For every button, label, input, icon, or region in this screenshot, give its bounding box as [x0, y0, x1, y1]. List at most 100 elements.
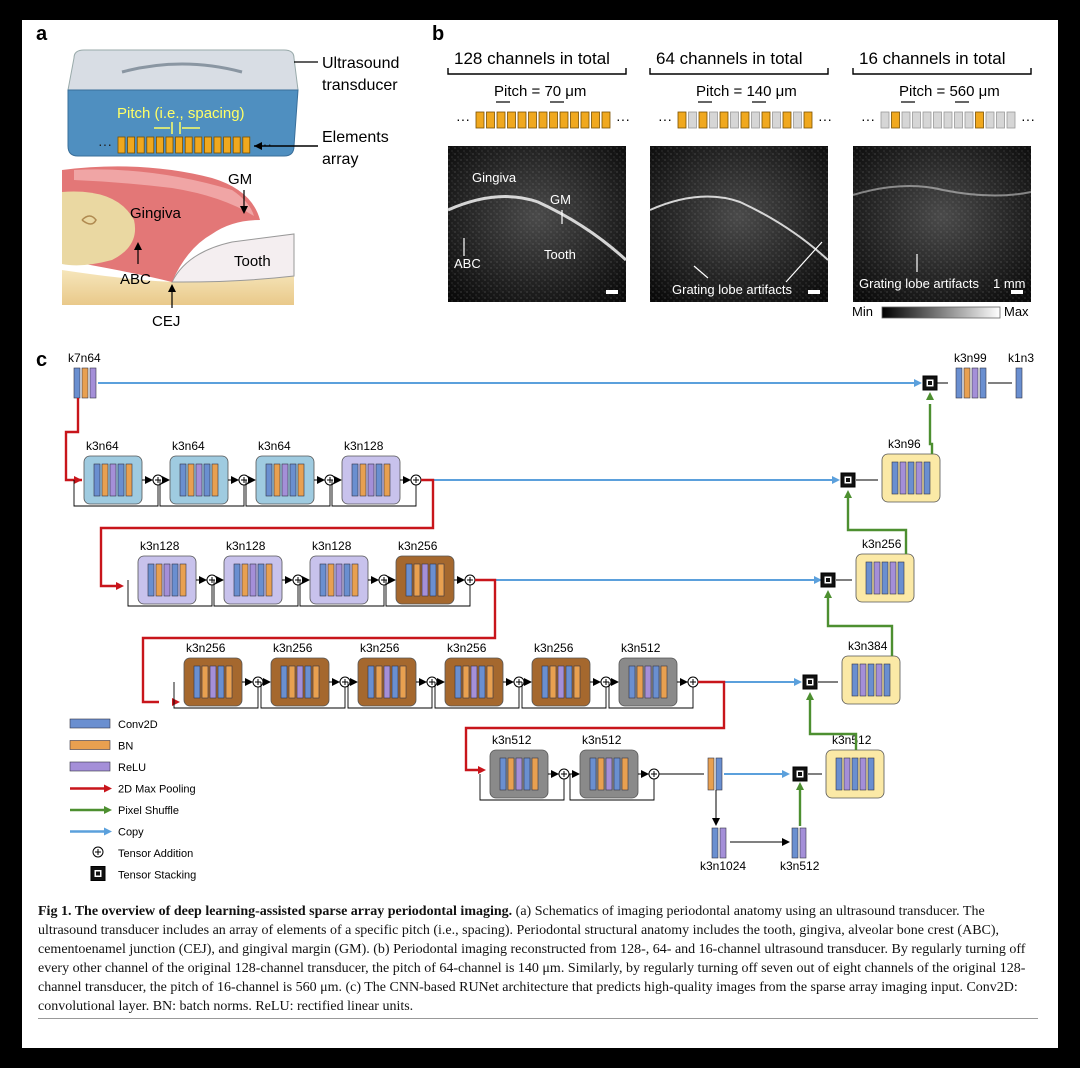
- gm-image-label: GM: [550, 192, 571, 207]
- legend-label: Tensor Addition: [118, 848, 193, 860]
- pitch-label: Pitch = 70 μm: [494, 83, 586, 100]
- plus-sign: [95, 849, 101, 855]
- plus-sign: [429, 679, 435, 685]
- active-element: [782, 111, 792, 129]
- array-element: [242, 136, 251, 154]
- inactive-element: [922, 111, 932, 129]
- legend-label: Pixel Shuffle: [118, 805, 179, 817]
- active-element: [803, 111, 813, 129]
- scale-label: 1 mm: [993, 276, 1026, 291]
- scale-min-label: Min: [852, 304, 873, 319]
- skip-line: [521, 682, 607, 709]
- arrow-head: [104, 827, 112, 836]
- array-element: [127, 136, 135, 154]
- arrow-head: [162, 476, 170, 484]
- relu-bar: [195, 463, 203, 497]
- resblock: k3n128: [223, 539, 283, 605]
- relu-bar: [557, 665, 565, 699]
- column-header: 128 channels in total: [454, 49, 610, 68]
- conv-bar: [217, 665, 225, 699]
- conv-bar: [147, 563, 155, 597]
- skip-line: [260, 682, 346, 709]
- conv-bar: [589, 757, 597, 791]
- gm-label: GM: [228, 171, 252, 188]
- bn-bar: [225, 665, 233, 699]
- ellipsis-left: ···: [98, 136, 112, 152]
- legend-label: BN: [118, 741, 133, 753]
- conv-bar: [265, 463, 273, 497]
- legend-label: ReLU: [118, 762, 146, 774]
- conv-bar: [367, 665, 375, 699]
- scale-max-label: Max: [1004, 304, 1029, 319]
- grating-arrow-1: [693, 265, 709, 279]
- legend-label: Conv2D: [118, 719, 158, 731]
- cej-label: CEJ: [152, 313, 180, 330]
- ellipsis-right: ···: [1021, 111, 1035, 127]
- panel-c-letter: c: [36, 349, 47, 371]
- anatomy-illustration: [62, 165, 295, 305]
- block-label: k3n512: [621, 641, 661, 655]
- arrow-head: [231, 476, 239, 484]
- conv-bar: [429, 563, 437, 597]
- pixel-shuffle-arrow: [846, 496, 908, 554]
- plus-sign: [603, 679, 609, 685]
- block-label: k3n512: [582, 733, 622, 747]
- figure: a Pitch (i.e., spacing) ······ Ultrasoun…: [36, 23, 1035, 882]
- bn-bar: [636, 665, 644, 699]
- plus-sign: [342, 679, 348, 685]
- plus-sign: [651, 771, 657, 777]
- bn-bar: [486, 665, 494, 699]
- resblock: k3n512: [579, 733, 639, 799]
- active-element: [517, 111, 527, 129]
- elements-array: ······: [98, 136, 272, 154]
- bn-bar: [413, 563, 421, 597]
- relu-bar: [109, 463, 117, 497]
- resblock: k3n256: [531, 641, 591, 707]
- arrow-head: [832, 476, 840, 484]
- relu-bar: [515, 757, 523, 791]
- grating-arrow-2: [785, 241, 823, 283]
- bn-bar: [211, 463, 219, 497]
- conv-bar: [280, 665, 288, 699]
- resblock: k3n256: [357, 641, 417, 707]
- pitch-label: Pitch = 140 μm: [696, 83, 797, 100]
- conv-bar: [193, 665, 201, 699]
- arrow-head: [403, 476, 411, 484]
- bn-bar: [201, 665, 209, 699]
- active-element: [580, 111, 590, 129]
- cej-arrow-head: [168, 284, 176, 292]
- conv-bar: [883, 663, 891, 697]
- block-label: k3n128: [312, 539, 352, 553]
- column-bracket: [447, 68, 627, 75]
- array-element: [194, 136, 203, 154]
- array-element: [165, 136, 174, 154]
- column-bracket: [649, 68, 829, 75]
- relu-bar: [335, 563, 343, 597]
- active-element: [559, 111, 569, 129]
- relu-bar: [719, 827, 727, 859]
- resblock: k3n128: [309, 539, 369, 605]
- array-element: [232, 136, 241, 154]
- conv-bar: [955, 367, 963, 399]
- arrow-head: [524, 678, 532, 686]
- skip-line: [127, 580, 213, 607]
- bn-bar: [399, 665, 407, 699]
- figure-caption: Fig 1. The overview of deep learning-ass…: [38, 902, 1042, 1016]
- array-element: [184, 136, 193, 154]
- gm-arrow-head: [240, 206, 248, 214]
- caption-body: (a) Schematics of imaging periodontal an…: [38, 904, 1026, 1014]
- relu-bar: [296, 665, 304, 699]
- conv-bar: [541, 665, 549, 699]
- elements-pointer-head: [254, 142, 262, 150]
- caption-title: Fig 1. The overview of deep learning-ass…: [38, 904, 513, 919]
- intensity-scale-bar: [881, 306, 1001, 319]
- arrow-head: [551, 770, 559, 778]
- resblock: k3n256: [183, 641, 243, 707]
- bn-bar: [383, 463, 391, 497]
- bn-bar: [963, 367, 971, 399]
- arrow-head: [199, 576, 207, 584]
- abc-arrow-head: [134, 242, 142, 250]
- ellipsis-left: ···: [456, 111, 470, 127]
